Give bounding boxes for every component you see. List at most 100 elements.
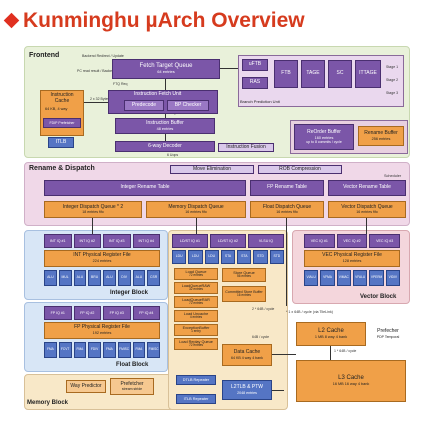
pc-read-note: PC read result / Backend IFU [77,69,123,73]
load-replay-queue: Load Replay Queue 72 entries [174,338,218,350]
l2-note: * 1 x 64B / cycle (via TileLink) [286,310,333,314]
predecode: Predecode [124,100,164,111]
fp-iq-2: FP IQ #2 [73,306,101,320]
itlb-repeater: ITLB Repeater [176,394,216,404]
l2-cache: L2 Cache 1 MB 8 way 4 bank [296,322,366,346]
slide-title: Kunminghu µArch Overview [23,9,305,32]
backend-redirect-note: Backend Redirect / Update [82,54,124,58]
l2tlb-ptw: L2TLB & PTW 2048 entries [222,380,272,400]
mem-pipe-7: STD [269,250,284,264]
int-fu-4: BRU [88,270,101,286]
fp-iq-4: FP IQ #4 [132,306,160,320]
bw-note-2: 64B / cycle [252,335,270,339]
reorder-buffer: ReOrder Buffer 160 entries up to 8 commi… [294,124,354,150]
bpu-stage-3: Stage 3 [386,91,399,95]
memory-block-label: Memory Block [27,400,69,406]
ifu-name: Instruction Fetch Unit [134,91,182,97]
vec-fu-3: VIMAC [336,270,351,286]
frontend-label: Frontend [29,52,60,59]
vec-iq-2: VEC IQ #2 [336,234,368,248]
dtlb-repeater: DTLB Repeater [176,375,216,385]
float-dispatch-queue: Float Dispatch Queue 16 entries fifo [250,201,324,218]
wire-icache-ifu [84,102,108,103]
bpu-sc: SC [328,60,352,88]
committed-store-buffer: Committed Store Buffer 16 entries [222,286,266,302]
mem-pipe-1: LDU [172,250,187,264]
exception-buffer: ExceptionBuffer 1 entry [174,324,218,336]
load-uncache: Load Uncache 4 entries [174,310,218,322]
icache-name: Instruction Cache [50,92,74,104]
mem-pipe-2: LDU [188,250,203,264]
wire-rename-int [92,218,93,234]
int-fu-2: MUL [58,270,72,286]
wire-dcache-l2 [272,354,296,355]
wire-rename-vec [366,218,367,234]
instruction-fusion: Instruction Fusion [218,143,274,152]
fp-fu-6: FMISC [117,342,131,358]
int-iq-1: INT IQ #1 [44,234,72,248]
int-fu-7: ALU [132,270,146,286]
l3-cache: L3 Cache 16 MB 16 way 4 bank [296,360,406,402]
wire-l2tlb-l2 [272,390,284,391]
wire-bpu-ftq [220,68,238,69]
fp-fu-2: FCVT [58,342,72,358]
vec-iq-3: VEC IQ #3 [369,234,400,248]
rename-label: Rename & Dispatch [29,165,95,172]
int-dispatch-queue: Integer Dispatch Queue * 2 18 entries fi… [44,201,142,218]
int-physical-register-file: INT Physical Register File 224 entries [44,250,160,267]
vec-dispatch-queue: Vector Dispatch Queue 16 entries fifo [328,201,406,218]
wire-ifu-ibuf [165,114,166,118]
fp-iq-3: FP IQ #3 [103,306,131,320]
fp-physical-register-file: FP Physical Register File 192 entries [44,322,160,339]
bp-checker: BP Checker [167,100,209,111]
bpu-ras: RAS [242,77,268,89]
fdip-prefetcher: FDIP Prefetcher [43,118,81,128]
bpu-ftb: FTB [274,60,298,88]
fp-fu-5: FMA [103,342,116,358]
mem-iq-2: LD/ST IQ #2 [210,234,246,248]
int-fu-6: DIV [117,270,131,286]
fp-fu-1: FMA [44,342,57,358]
mem-pipe-4: STA [220,250,236,264]
move-elimination: Move Elimination [170,165,254,174]
int-fu-1: ALU [44,270,57,286]
int-fu-8: CSR [147,270,160,286]
icache-size: 64 KB, 4 way [45,107,68,111]
fetch-target-queue: Fetch Target Queue 64 entries [112,59,220,79]
l3-link-note: 1 * 64B / cycle [334,349,357,353]
wire-ftq-ifu [165,79,166,90]
uops-note: 6 Uops [167,153,179,157]
load-queue-rar: LoadQueueRAR 72 entries [174,296,218,308]
way-predictor: Way Predictor [66,380,106,393]
mem-iq-1: LD/ST IQ #1 [172,234,208,248]
store-queue: Store Queue 56 entries [222,268,266,282]
int-fu-3: ALU [73,270,87,286]
vec-fu-1: VIALU [304,270,319,286]
bpu-label: Branch Prediction Unit [240,99,280,104]
l2-prefetcher: Prefecher PDP Temporal [376,328,400,339]
wire-rename-fp [286,218,287,306]
fp-rename-table: FP Rename Table [250,180,324,196]
bpu-stage-1: Stage 1 [386,65,399,69]
mem-pipe-3: LDU [204,250,219,264]
ftq-req-note: FTQ Req [113,82,128,86]
int-iq-3: INT IQ #3 [103,234,131,248]
bw-note-1: 2 * 64B / cycle [252,307,275,311]
fp-fu-4: FDIV [88,342,101,358]
instruction-cache [40,90,84,136]
fp-fu-7: FMA [132,342,146,358]
fp-iq-1: FP IQ #1 [44,306,72,320]
mem-pipe-6: STD [253,250,268,264]
fp-fu-8: FMISC [147,342,160,358]
mem-dispatch-queue: Memory Dispatch Queue 16 entries fifo [146,201,246,218]
rob-compression: ROB Compression [258,165,342,174]
mem-iq-3: VLSU IQ [248,234,284,248]
int-iq-2: INT IQ #2 [73,234,101,248]
